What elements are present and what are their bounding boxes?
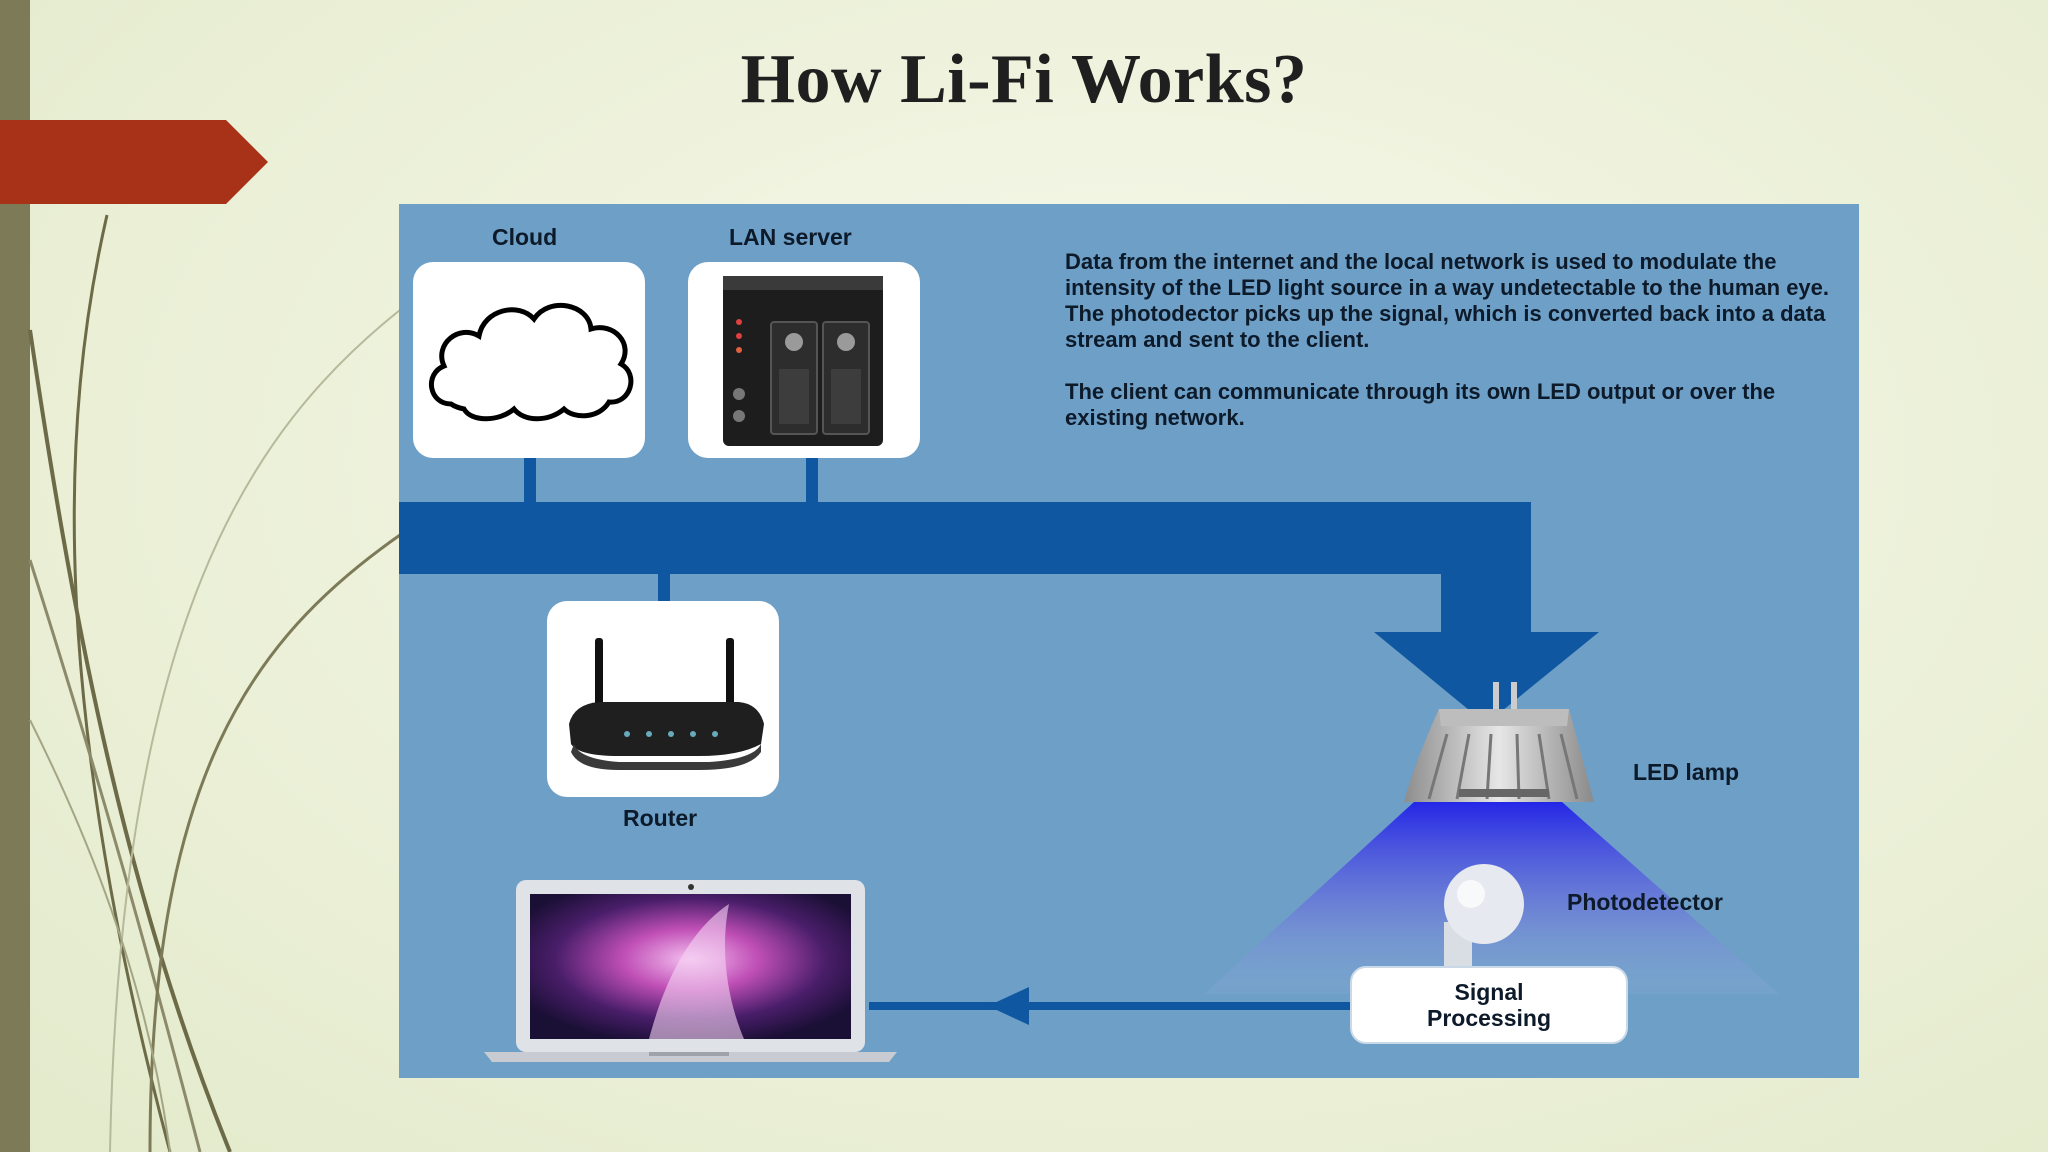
lan-server-label: LAN server xyxy=(729,224,852,250)
signal-processing-line2: Processing xyxy=(1427,1005,1551,1031)
led-lamp-label: LED lamp xyxy=(1633,759,1740,785)
description-paragraph-2: The client can communicate through its o… xyxy=(1065,379,1776,430)
accent-arrow-tab xyxy=(0,120,268,204)
led-lamp-icon xyxy=(1404,682,1594,802)
decorative-curves xyxy=(28,214,401,1152)
diagram-graphics xyxy=(399,262,1779,1062)
lifi-diagram: Cloud LAN server Router LED lamp Photode… xyxy=(399,204,1859,1078)
description-paragraph-1: Data from the internet and the local net… xyxy=(1065,249,1830,352)
server-icon xyxy=(723,276,883,446)
laptop-icon xyxy=(484,880,897,1062)
cloud-label: Cloud xyxy=(492,224,558,250)
router-icon xyxy=(569,638,764,770)
network-bus xyxy=(399,454,1599,724)
return-arrow xyxy=(869,987,1351,1025)
photodetector-label: Photodetector xyxy=(1567,889,1723,915)
signal-processing-box: Signal Processing xyxy=(1350,966,1628,1044)
slide-title: How Li-Fi Works? xyxy=(740,41,1308,118)
cloud-icon xyxy=(428,302,634,422)
photodetector-icon xyxy=(1444,864,1524,968)
signal-processing-line1: Signal xyxy=(1454,979,1524,1005)
description-text: Data from the internet and the local net… xyxy=(1065,249,1835,457)
router-label: Router xyxy=(623,805,698,831)
